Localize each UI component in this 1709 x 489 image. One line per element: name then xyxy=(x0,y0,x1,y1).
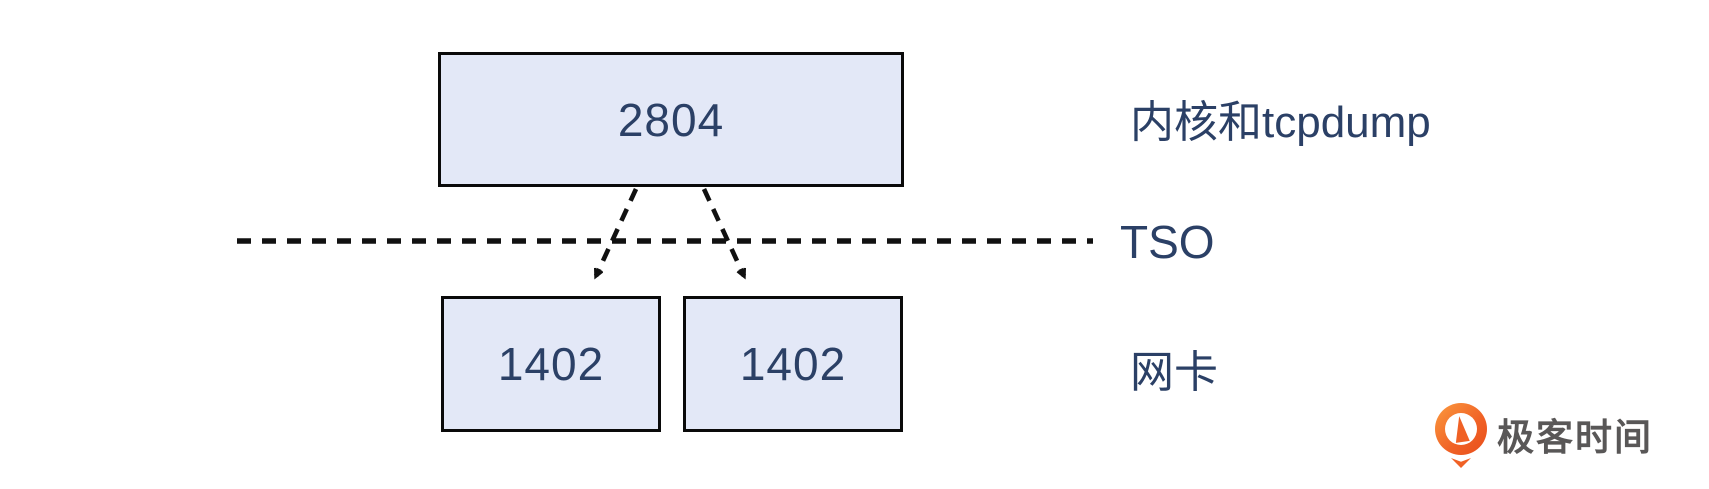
geektime-logo-text: 极客时间 xyxy=(1497,417,1653,458)
logo-inner-disc xyxy=(1445,413,1477,445)
split-arrow-right xyxy=(701,188,747,276)
geektime-logo: 极客时间 xyxy=(1435,400,1653,468)
split-arrow-left xyxy=(593,188,639,276)
packet-box-2804: 2804 xyxy=(438,52,904,187)
row-label-kernel-tcpdump: 内核和tcpdump xyxy=(1130,98,1431,147)
row-label-tso: TSO xyxy=(1120,216,1215,268)
packet-size-label: 1402 xyxy=(497,338,605,390)
packet-size-label: 1402 xyxy=(739,338,847,390)
packet-size-label: 2804 xyxy=(617,93,725,146)
logo-pin-tail xyxy=(1451,458,1471,468)
packet-box-1402-left: 1402 xyxy=(441,296,661,432)
row-label-nic: 网卡 xyxy=(1130,348,1218,397)
packet-box-1402-right: 1402 xyxy=(683,296,903,432)
geektime-logo-icon xyxy=(1435,400,1487,468)
